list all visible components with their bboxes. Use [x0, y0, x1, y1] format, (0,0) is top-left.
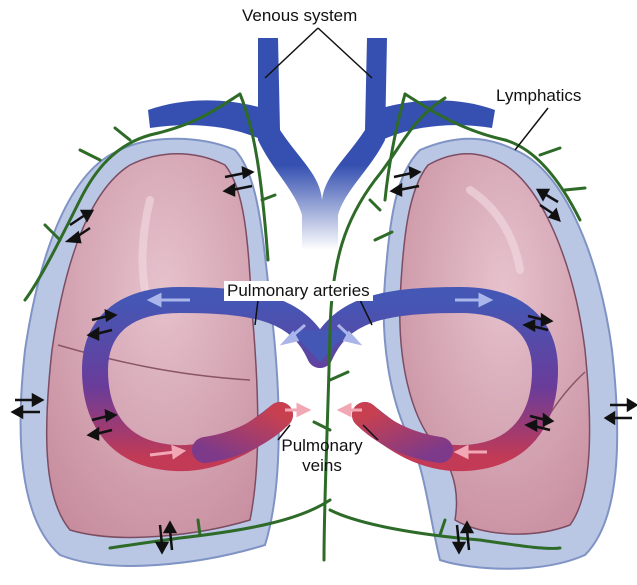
label-pulmonary-veins-line1: Pulmonary	[276, 436, 368, 456]
label-pulmonary-veins-line2: veins	[276, 456, 368, 476]
label-pulmonary-veins: Pulmonary veins	[276, 436, 368, 475]
label-lymphatics: Lymphatics	[496, 86, 581, 106]
label-venous-system: Venous system	[242, 6, 357, 26]
label-pulmonary-arteries: Pulmonary arteries	[224, 281, 373, 301]
